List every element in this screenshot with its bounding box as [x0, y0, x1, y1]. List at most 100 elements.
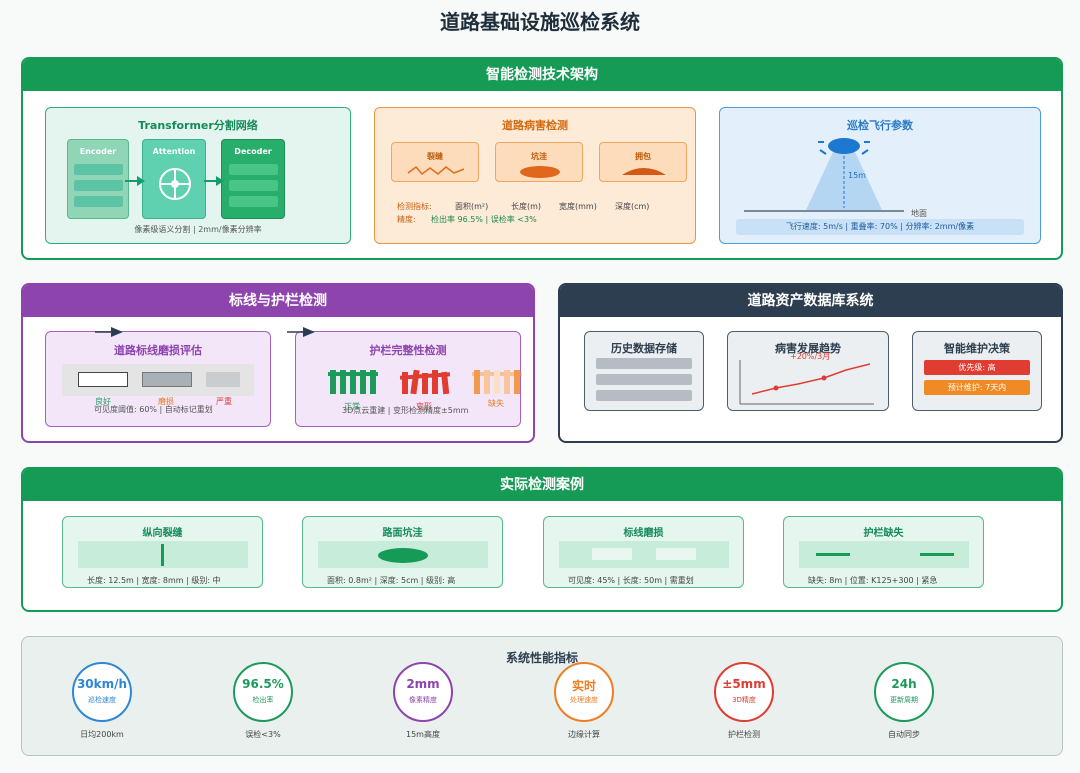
level-severe-label: 严重 [216, 397, 232, 406]
arrow-pointer-icon [95, 327, 123, 337]
metric-circle: ±5mm 3D精度 [714, 662, 774, 722]
encoder-block: Encoder [67, 139, 129, 219]
guard-missing-label: 缺失 [488, 399, 504, 408]
worn-marking [592, 548, 632, 560]
metric-value: 24h [891, 677, 917, 691]
crack-mark [161, 544, 164, 566]
metric-width: 宽度(mm) [559, 202, 597, 211]
trend-card: 病害发展趋势 +20%/3月 [727, 331, 889, 411]
flight-title: 巡检飞行参数 [847, 119, 913, 132]
accuracy-label: 精度: [397, 215, 416, 224]
metric-note: 护栏检测 [728, 730, 760, 739]
data-row [596, 390, 692, 401]
metric-circle: 实时 处理速度 [554, 662, 614, 722]
disease-type-label: 坑洼 [531, 152, 547, 161]
metric-circle: 30km/h 巡检速度 [72, 662, 132, 722]
case-desc: 可见度: 45% | 长度: 50m | 需重划 [568, 576, 694, 585]
metric-label: 检出率 [252, 696, 274, 704]
guardrail-caption: 3D点云重建 | 变形检测精度±5mm [342, 406, 469, 415]
decoder-layer [229, 180, 278, 191]
marking-worn [142, 372, 192, 387]
marking-severe [206, 372, 240, 387]
architecture-header: 智能检测技术架构 [23, 59, 1061, 91]
encoder-layer [74, 164, 123, 175]
metric-note: 15m高度 [406, 730, 440, 739]
guardrail-segment [920, 553, 954, 556]
case-desc: 面积: 0.8m² | 深度: 5cm | 级别: 高 [327, 576, 456, 585]
marking-header: 标线与护栏检测 [23, 285, 533, 317]
case-title: 纵向裂缝 [142, 528, 183, 539]
data-row [596, 374, 692, 385]
metric-value: 实时 [571, 679, 596, 693]
metric-value: 96.5% [242, 677, 284, 691]
disease-card: 道路病害检测 裂缝 坑洼 拥包 检测指标: 面积(m²) 长度(m) 宽度(mm… [374, 107, 696, 244]
guardrail-missing-icon [472, 370, 522, 394]
case-title: 护栏缺失 [863, 528, 904, 539]
guardrail-deformed-icon [399, 369, 451, 395]
metrics-label: 检测指标: [397, 202, 432, 211]
marking-good [78, 372, 128, 387]
metric-note: 自动同步 [888, 730, 920, 739]
trend-title: 病害发展趋势 [775, 342, 841, 355]
metric-label: 更新周期 [890, 696, 918, 704]
metric-label: 处理速度 [570, 696, 598, 704]
priority-badge: 优先级: 高 [924, 360, 1030, 375]
decoder-layer [229, 196, 278, 207]
disease-type-crack: 裂缝 [391, 142, 479, 182]
guardrail-card: 护栏完整性检测 正常 变形 缺失 3D点云重建 | 变形检测精度±5mm [295, 331, 522, 427]
attention-label: Attention [152, 147, 196, 156]
encoder-layer [74, 180, 123, 191]
history-card: 历史数据存储 [584, 331, 704, 411]
architecture-panel: 智能检测技术架构 Transformer分割网络 Encoder Attenti… [21, 57, 1063, 260]
disease-title: 道路病害检测 [502, 119, 568, 132]
encoder-label: Encoder [79, 147, 117, 156]
worn-marking [656, 548, 696, 560]
decision-card: 智能维护决策 优先级: 高 预计维护: 7天内 [912, 331, 1042, 411]
metric-circle: 2mm 像素精度 [393, 662, 453, 722]
flow-arrow-icon [125, 176, 145, 186]
arrow-pointer-icon [287, 327, 315, 337]
trend-rate: +20%/3月 [790, 352, 831, 361]
pothole-mark [378, 548, 428, 563]
decoder-block: Decoder [221, 139, 285, 219]
line-wear-title: 道路标线磨损评估 [114, 344, 202, 357]
case-card: 路面坑洼 面积: 0.8m² | 深度: 5cm | 级别: 高 [302, 516, 503, 588]
ground-line [744, 210, 904, 212]
flight-card: 巡检飞行参数 15m 地面 飞行速度: 5m/s | 重叠率: 70% | 分辨… [719, 107, 1041, 244]
accuracy-value: 检出率 96.5% | 误检率 <3% [431, 215, 537, 224]
metric-label: 像素精度 [409, 696, 437, 704]
disease-type-bulge: 拥包 [599, 142, 687, 182]
metric-area: 面积(m²) [455, 202, 489, 211]
case-image [559, 541, 729, 568]
database-panel: 道路资产数据库系统 历史数据存储 病害发展趋势 +20%/3月 智能维护决策 优… [558, 283, 1063, 443]
page-title: 道路基础设施巡检系统 [440, 10, 640, 34]
metric-note: 日均200km [80, 730, 124, 739]
disease-type-label: 拥包 [635, 152, 651, 161]
cases-header: 实际检测案例 [23, 469, 1061, 501]
flight-params: 飞行速度: 5m/s | 重叠率: 70% | 分辨率: 2mm/像素 [736, 219, 1024, 235]
transformer-title: Transformer分割网络 [138, 119, 258, 132]
metric-label: 3D精度 [732, 696, 756, 704]
flight-height: 15m [848, 171, 866, 180]
metric-length: 长度(m) [511, 202, 542, 211]
performance-header: 系统性能指标 [505, 651, 578, 665]
case-card: 纵向裂缝 长度: 12.5m | 宽度: 8mm | 级别: 中 [62, 516, 263, 588]
level-good-label: 良好 [95, 397, 111, 406]
ground-label: 地面 [911, 209, 927, 218]
transformer-caption: 像素级语义分割 | 2mm/像素分辨率 [134, 225, 262, 234]
level-worn-label: 磨损 [158, 397, 174, 406]
metric-note: 误检<3% [245, 730, 281, 739]
metric-circle: 96.5% 检出率 [233, 662, 293, 722]
cases-panel: 实际检测案例 纵向裂缝 长度: 12.5m | 宽度: 8mm | 级别: 中 … [21, 467, 1063, 612]
guardrail-title: 护栏完整性检测 [369, 344, 447, 357]
performance-panel: 系统性能指标 30km/h 巡检速度 日均200km 96.5% 检出率 误检<… [21, 636, 1063, 756]
metric-value: 30km/h [76, 677, 128, 691]
case-title: 路面坑洼 [382, 528, 423, 539]
decision-title: 智能维护决策 [944, 342, 1010, 355]
database-header: 道路资产数据库系统 [560, 285, 1061, 317]
case-card: 护栏缺失 缺失: 8m | 位置: K125+300 | 紧急 [783, 516, 984, 588]
guard-normal-label: 正常 [344, 402, 360, 411]
metric-value: ±5mm [722, 677, 766, 691]
metric-label: 巡检速度 [88, 696, 116, 704]
attention-icon [159, 168, 191, 200]
